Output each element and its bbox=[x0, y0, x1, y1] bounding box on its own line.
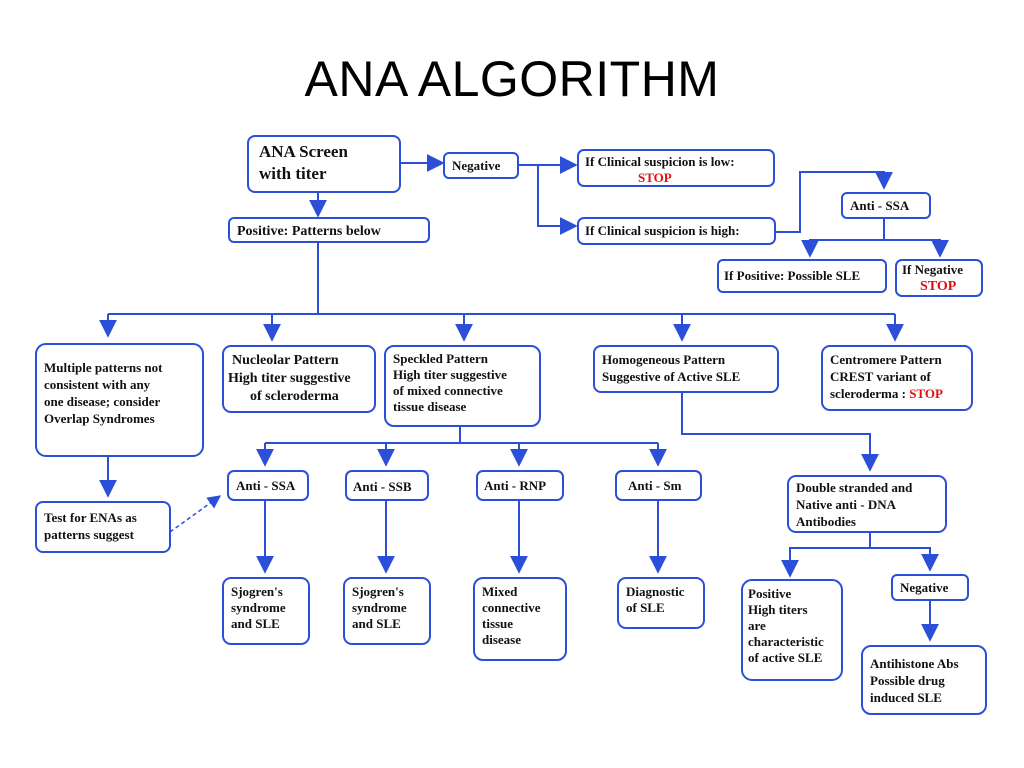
homogeneous-to-double-arrow bbox=[681, 392, 879, 472]
node-suspicion-low: If Clinical suspicion is low: STOP bbox=[577, 149, 775, 187]
svg-text:Anti - SSA: Anti - SSA bbox=[850, 198, 910, 213]
node-suspicion-high: If Clinical suspicion is high: bbox=[577, 217, 776, 245]
double-to-positive-arrow bbox=[781, 532, 871, 578]
svg-text:Negative: Negative bbox=[900, 580, 949, 595]
svg-text:Negative: Negative bbox=[452, 158, 501, 173]
negative-to-high-arrow bbox=[537, 165, 578, 235]
node-positive-patterns: Positive: Patterns below bbox=[228, 217, 430, 243]
connectors bbox=[99, 154, 949, 642]
node-if-negative: If Negative STOP bbox=[895, 259, 983, 297]
svg-text:If Clinical suspicion is low:: If Clinical suspicion is low: bbox=[585, 154, 735, 169]
test-to-ssa-dashed-arrow bbox=[169, 495, 222, 533]
double-to-negative-arrow bbox=[870, 547, 939, 572]
node-anti-rnp: Anti - RNP bbox=[476, 470, 564, 501]
high-to-ssa-arrow bbox=[775, 171, 893, 233]
stop-label: STOP bbox=[920, 279, 957, 294]
svg-text:Positive: Patterns below: Positive: Patterns below bbox=[237, 224, 382, 239]
svg-text:Anti - Sm: Anti - Sm bbox=[628, 478, 682, 493]
node-anti-sm: Anti - Sm bbox=[615, 470, 702, 501]
ssa-to-positive-arrow bbox=[801, 218, 885, 258]
page-title: ANA ALGORITHM bbox=[304, 51, 720, 107]
svg-text:Anti - RNP: Anti - RNP bbox=[484, 478, 546, 493]
stop-label: STOP bbox=[909, 386, 943, 401]
svg-text:If Positive: Possible SLE: If Positive: Possible SLE bbox=[724, 268, 860, 283]
node-negative: Negative bbox=[443, 152, 519, 179]
node-negative-2: Negative bbox=[891, 574, 969, 601]
svg-text:Anti - SSB: Anti - SSB bbox=[353, 479, 412, 494]
svg-text:Anti - SSA: Anti - SSA bbox=[236, 478, 296, 493]
node-if-positive-sle: If Positive: Possible SLE bbox=[717, 259, 887, 293]
node-anti-ssa-top: Anti - SSA bbox=[841, 192, 931, 219]
node-anti-ssb: Anti - SSB bbox=[345, 470, 429, 501]
node-anti-ssa: Anti - SSA bbox=[227, 470, 309, 501]
svg-text:If Negative: If Negative bbox=[902, 262, 963, 277]
stop-label: STOP bbox=[638, 170, 672, 185]
ssa-to-negative-arrow bbox=[884, 239, 949, 258]
svg-text:If Clinical suspicion is high:: If Clinical suspicion is high: bbox=[585, 223, 740, 238]
